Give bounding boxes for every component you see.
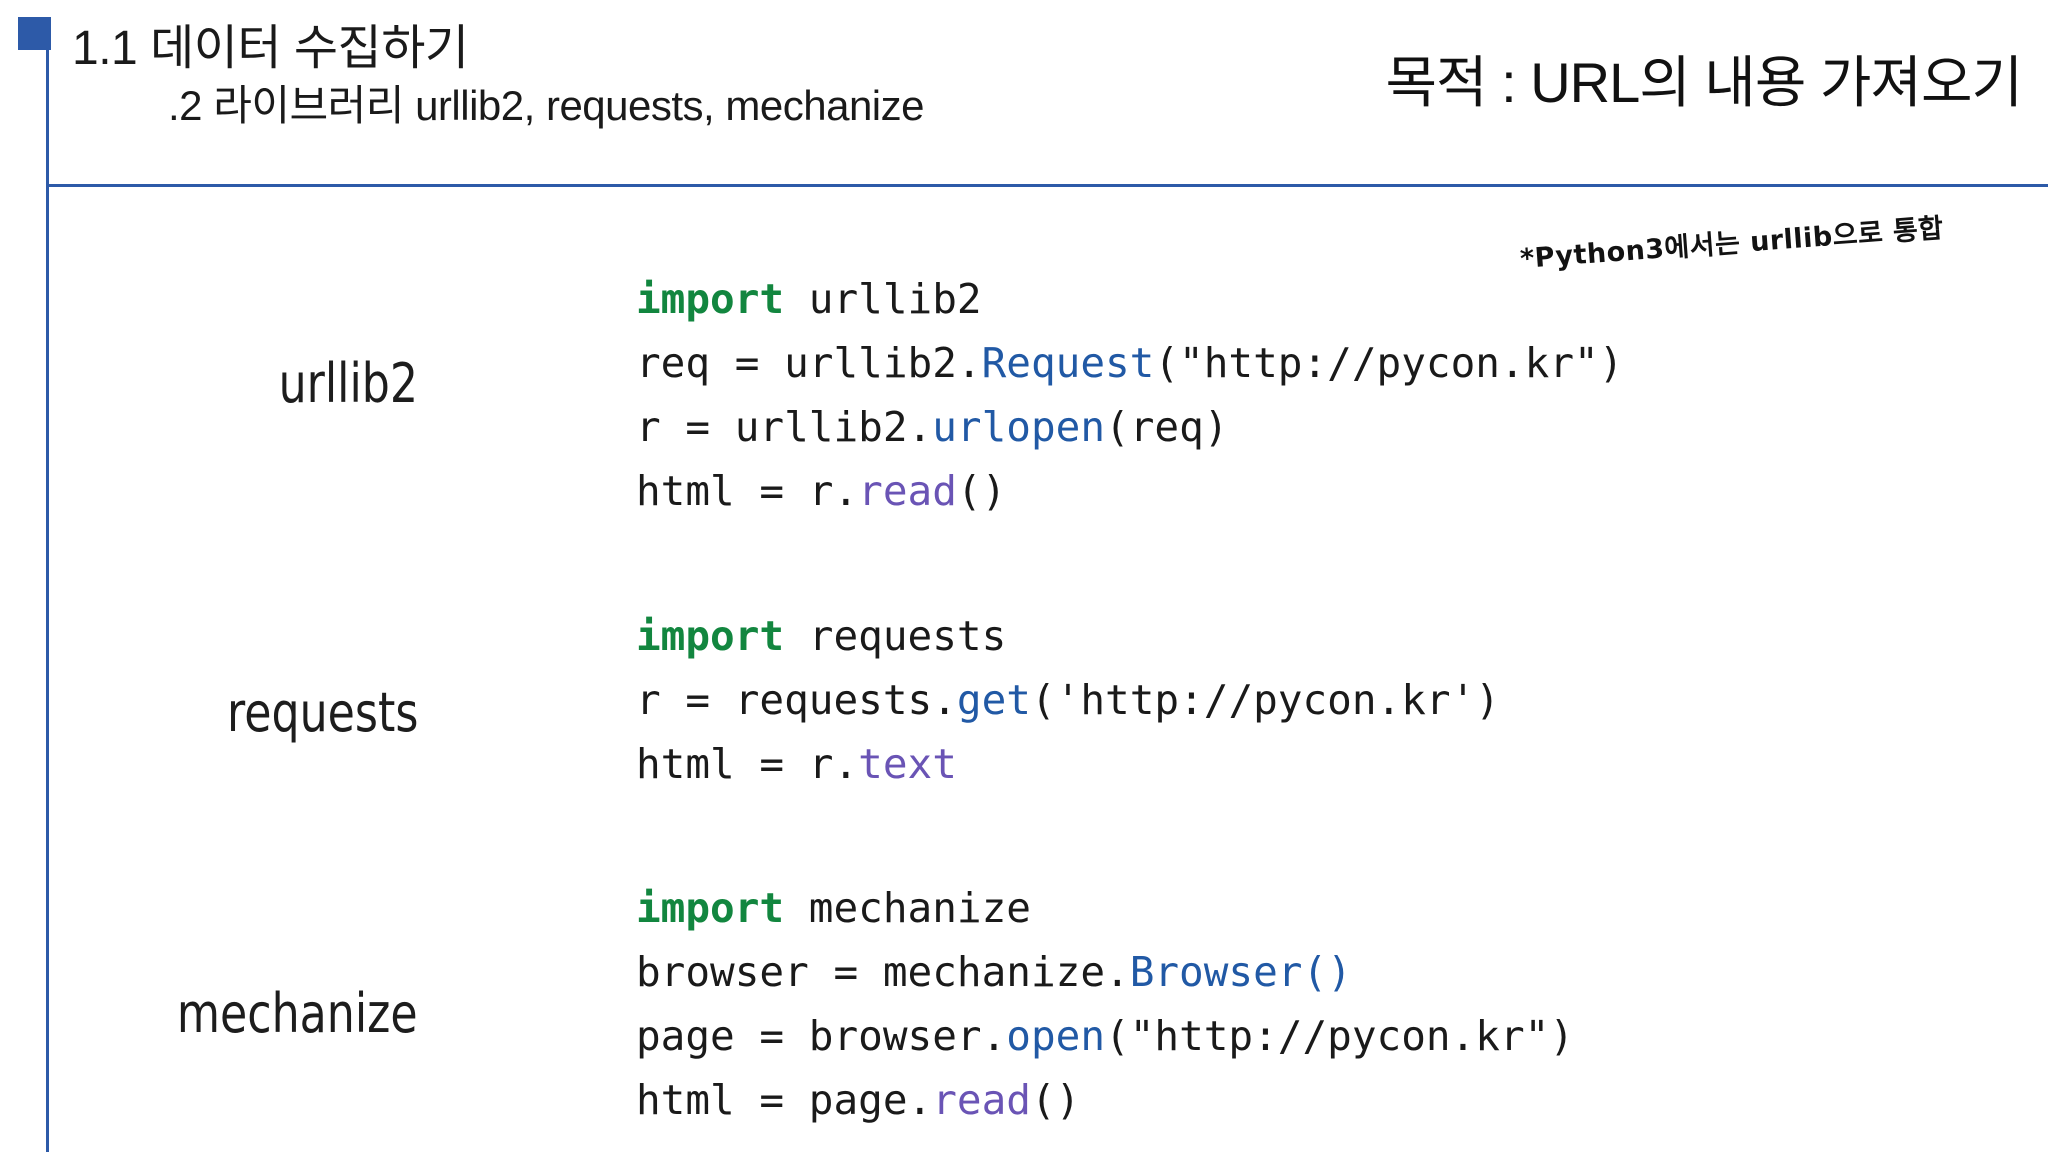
code-token: req = urllib2. <box>636 339 982 387</box>
code-line: import requests <box>636 604 1500 668</box>
code-token: read <box>932 1076 1031 1124</box>
goal-heading: 목적 : URL의 내용 가져오기 <box>1385 51 2023 114</box>
code-line: html = r.text <box>636 732 1500 796</box>
code-token: ("http://pycon.kr") <box>1154 339 1624 387</box>
code-token: page = browser. <box>636 1012 1007 1060</box>
vertical-rule <box>46 45 49 1152</box>
code-line: html = r.read() <box>636 459 1623 523</box>
handwritten-annotation: *Python3에서는 urllib으로 통합 <box>1519 212 1945 275</box>
code-token: text <box>858 740 957 788</box>
horizontal-rule <box>46 184 2048 187</box>
code-token: r = requests. <box>636 676 957 724</box>
code-line: page = browser.open("http://pycon.kr") <box>636 1004 1574 1068</box>
code-token: requests <box>784 612 1007 660</box>
code-token: (req) <box>1105 403 1229 451</box>
code-token: ("http://pycon.kr") <box>1105 1012 1575 1060</box>
code-token: mechanize <box>784 884 1031 932</box>
page-subtitle: .2 라이브러리 urllib2, requests, mechanize <box>168 82 925 129</box>
code-token: import <box>636 612 785 660</box>
code-line: r = urllib2.urlopen(req) <box>636 395 1623 459</box>
code-token: urllib2 <box>784 275 982 323</box>
library-label-urllib2: urllib2 <box>278 352 418 415</box>
library-label-mechanize: mechanize <box>177 982 418 1045</box>
code-token: Browser() <box>1129 948 1352 996</box>
code-token: browser = mechanize. <box>636 948 1130 996</box>
code-token: read <box>858 467 957 515</box>
code-line: req = urllib2.Request("http://pycon.kr") <box>636 331 1623 395</box>
code-token: () <box>956 467 1007 515</box>
code-token: r = urllib2. <box>636 403 933 451</box>
code-token: import <box>636 884 785 932</box>
code-token: Request <box>981 339 1155 387</box>
code-line: r = requests.get('http://pycon.kr') <box>636 668 1500 732</box>
code-token: open <box>1006 1012 1106 1060</box>
code-token: get <box>956 676 1031 724</box>
code-token: import <box>636 275 785 323</box>
library-label-requests: requests <box>226 681 418 744</box>
code-token: html = r. <box>636 467 859 515</box>
code-token: html = page. <box>636 1076 933 1124</box>
code-line: import urllib2 <box>636 267 1623 331</box>
code-line: html = page.read() <box>636 1068 1574 1132</box>
code-line: browser = mechanize.Browser() <box>636 940 1574 1004</box>
page-title: 1.1 데이터 수집하기 <box>72 22 469 75</box>
bullet-square-icon <box>18 17 51 50</box>
code-token: () <box>1030 1076 1081 1124</box>
code-token: urlopen <box>932 403 1106 451</box>
code-token: ('http://pycon.kr') <box>1030 676 1500 724</box>
code-line: import mechanize <box>636 876 1574 940</box>
code-token: html = r. <box>636 740 859 788</box>
